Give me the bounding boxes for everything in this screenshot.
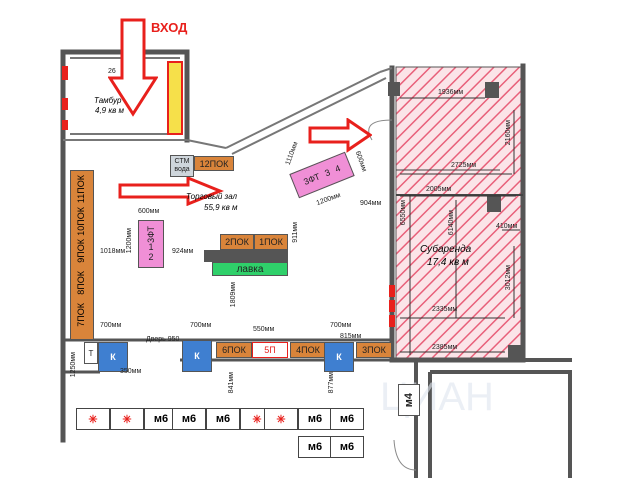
dim-815: 815мм	[340, 333, 362, 340]
dim-26: 26	[108, 68, 116, 75]
dim-1250: 1250мм	[70, 352, 77, 378]
pf12-num2: 2	[148, 252, 154, 263]
equipment-12pok: 12ПОК	[194, 156, 234, 171]
red-cross-icon: ✳	[122, 413, 132, 426]
dim-700c: 700мм	[330, 322, 352, 329]
k-unit-1: К	[98, 342, 128, 372]
cell-red-x-2: ✳	[110, 408, 144, 430]
dim-600a: 600мм	[138, 208, 160, 215]
dim-904: 904мм	[360, 200, 382, 207]
equipment-9pok: 9ПОК	[76, 239, 86, 263]
equipment-1pok: 1ПОК	[254, 234, 288, 250]
dim-2725: 2725мм	[451, 162, 477, 169]
k-unit-2: К	[182, 340, 212, 372]
m4-label: м4	[403, 392, 415, 408]
k-unit-3: К	[324, 342, 354, 372]
equipment-7pok: 7ПОК	[76, 303, 86, 327]
p3f34-num3: 3	[323, 167, 332, 179]
equipment-2pok: 2ПОК	[220, 234, 254, 250]
lavka-bench: лавка	[212, 262, 288, 276]
water-label: вода	[174, 166, 190, 173]
sales-hall-name: Торговый зал	[186, 192, 238, 201]
equipment-m4: м4	[398, 384, 420, 416]
dim-550: 550мм	[253, 326, 275, 333]
entrance-arrow-icon	[108, 18, 158, 117]
sublease-name: Субаренда	[420, 244, 472, 255]
dim-2160: 2160мм	[505, 120, 512, 146]
equipment-8pok: 8ПОК	[76, 271, 86, 295]
dim-350: 350мм	[120, 368, 142, 375]
stm-label: СТМ	[174, 158, 190, 165]
equipment-5p: 5П	[252, 342, 288, 358]
dim-700b: 700мм	[190, 322, 212, 329]
equipment-6pok: 6ПОК	[216, 342, 252, 358]
storage-cells: ✳ ✳ м6 м6 м6 ✳ ✳ м6 м6 м6 м6	[66, 396, 366, 466]
sublease-hatch	[395, 66, 524, 360]
pf12-label: 3ФТ	[146, 225, 156, 243]
island-base	[204, 250, 288, 262]
dim-1200a: 1200мм	[126, 228, 133, 254]
door-950: Дверь 950	[146, 336, 180, 343]
cell-m6-5: м6	[330, 408, 364, 430]
equipment-3ft-12: 3ФТ 1 2	[138, 220, 164, 268]
red-cross-icon: ✳	[252, 413, 262, 426]
dim-3012: 3012мм	[505, 265, 512, 291]
vestibule-area: 4,9 кв м	[95, 106, 125, 115]
dim-1018: 1018мм	[100, 248, 126, 255]
red-cross-icon: ✳	[276, 413, 286, 426]
vestibule-name: Тамбур	[94, 96, 122, 105]
dim-1936: 1936мм	[438, 89, 464, 96]
pf12-num1: 1	[148, 242, 154, 253]
cell-red-x-4: ✳	[264, 408, 298, 430]
equipment-10pok: 10ПОК	[76, 207, 86, 236]
equipment-11pok: 11ПОК	[76, 175, 86, 204]
p3f34-label: 3ФТ	[302, 171, 322, 187]
cell-m6-7: м6	[330, 436, 364, 458]
dim-1809: 1809мм	[230, 282, 237, 308]
cell-m6-2: м6	[172, 408, 206, 430]
sublease-area: 17,4 кв м	[427, 257, 469, 268]
stm-water-box: СТМ вода	[170, 155, 194, 177]
equipment-3pok: 3ПОК	[356, 342, 392, 358]
dim-2005: 2005мм	[426, 186, 452, 193]
dim-2385: 2385мм	[432, 344, 458, 351]
right-arrow-icon	[118, 176, 224, 206]
left-equipment-column: 11ПОК 10ПОК 9ПОК 8ПОК 7ПОК	[70, 170, 94, 340]
dim-911: 911мм	[292, 222, 299, 243]
k-unit-1-label: К	[110, 352, 116, 362]
entrance-label: ВХОД	[151, 20, 188, 35]
dim-2335: 2335мм	[432, 306, 458, 313]
k-unit-3-label: К	[336, 352, 342, 362]
p3f34-num4: 4	[333, 163, 342, 175]
t-unit: Т	[84, 342, 98, 364]
red-cross-icon: ✳	[88, 413, 98, 426]
cell-red-x-1: ✳	[76, 408, 110, 430]
dim-6140: 6140мм	[448, 210, 455, 236]
dim-410: 410мм	[496, 223, 518, 230]
cell-m6-4: м6	[298, 408, 332, 430]
cell-m6-6: м6	[298, 436, 332, 458]
equipment-4pok: 4ПОК	[290, 342, 326, 358]
sales-hall-area: 55,9 кв м	[204, 203, 238, 212]
dim-6550: 6550мм	[400, 200, 407, 226]
dim-700a: 700мм	[100, 322, 122, 329]
dim-877: 877мм	[328, 372, 335, 394]
dim-841: 841мм	[228, 372, 235, 394]
cell-m6-3: м6	[206, 408, 240, 430]
k-unit-2-label: К	[194, 351, 200, 361]
dim-924: 924мм	[172, 248, 194, 255]
right-arrow-icon	[308, 118, 372, 153]
